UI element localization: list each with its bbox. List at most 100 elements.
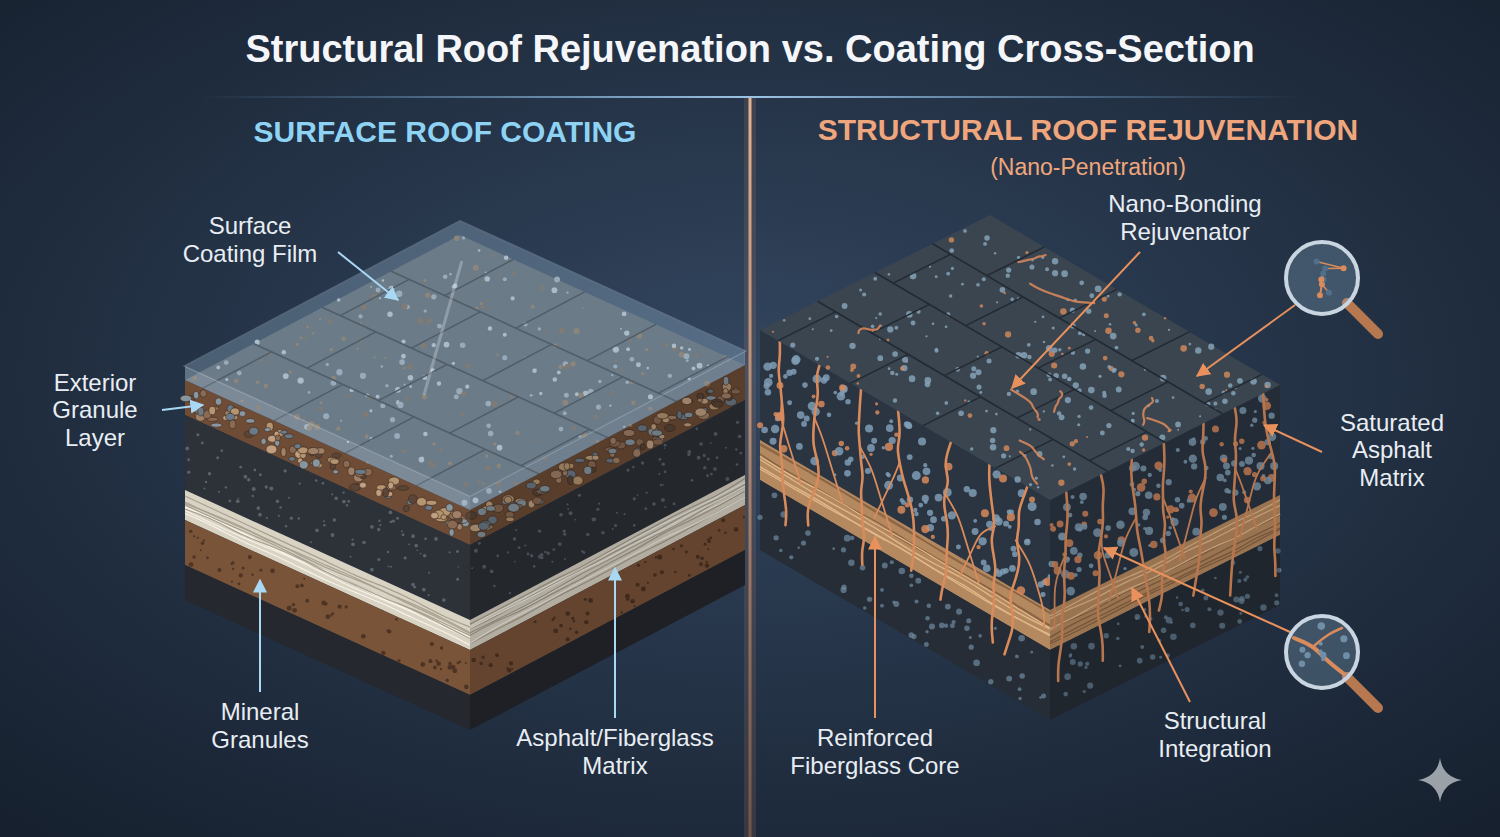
asphalt-speck: [247, 478, 251, 482]
top-particle: [857, 382, 859, 384]
matrix-speck: [325, 614, 330, 619]
top-particle: [1058, 480, 1064, 486]
top-particle: [970, 447, 973, 450]
top-particle: [1175, 422, 1181, 428]
shingle-line: [778, 312, 836, 341]
shingle-line: [1089, 432, 1147, 461]
asphalt-speck: [322, 482, 325, 485]
nano-particle: [914, 599, 918, 603]
top-particle: [1067, 462, 1071, 466]
top-particle: [1029, 264, 1034, 269]
top-particle: [980, 304, 984, 308]
penetration-tendril: [1143, 398, 1153, 425]
top-particle: [1105, 328, 1112, 335]
top-particle: [1079, 280, 1084, 285]
top-particle: [1177, 429, 1179, 431]
top-particle: [888, 367, 891, 370]
nano-particle: [869, 453, 872, 456]
nano-particle: [757, 515, 762, 520]
matrix-speck: [259, 569, 262, 572]
nano-particle: [988, 679, 993, 684]
magnifier-icon: [1286, 242, 1378, 334]
nano-particle: [973, 659, 980, 666]
top-particle: [909, 375, 916, 382]
granule: [343, 460, 350, 468]
top-particle: [1043, 410, 1045, 412]
top-particle: [1062, 455, 1065, 458]
nano-particle: [880, 604, 884, 608]
matrix-speck: [448, 662, 451, 665]
top-particle: [1155, 399, 1159, 403]
asphalt-speck: [239, 466, 242, 469]
matrix-speck: [292, 603, 295, 606]
nano-particle: [886, 424, 894, 432]
top-particle: [842, 303, 848, 309]
nano-particle: [952, 620, 956, 624]
top-particle: [857, 374, 861, 378]
asphalt-speck: [416, 550, 418, 552]
asphalt-speck: [331, 493, 333, 495]
nano-particle: [918, 503, 923, 508]
nano-particle: [818, 401, 825, 408]
granule: [266, 445, 277, 454]
nano-particle: [972, 528, 979, 535]
matrix-speck: [287, 606, 292, 611]
nano-particle: [969, 645, 974, 650]
asphalt-speck: [347, 500, 350, 503]
matrix-speck: [465, 662, 467, 664]
granule: [417, 497, 427, 506]
top-particle: [1228, 383, 1233, 388]
asphalt-speck: [228, 500, 231, 503]
asphalt-speck: [428, 572, 430, 574]
top-particle: [1051, 362, 1057, 368]
top-particle: [985, 410, 988, 413]
top-particle: [849, 343, 855, 349]
top-particle: [983, 242, 987, 246]
nano-particle: [922, 495, 929, 502]
asphalt-speck: [422, 588, 426, 592]
nano-particle: [761, 427, 768, 434]
top-particle: [1199, 415, 1201, 417]
top-particle: [984, 235, 990, 241]
top-particle: [1070, 441, 1075, 446]
top-particle: [1086, 436, 1088, 438]
top-particle: [1029, 483, 1032, 486]
nano-particle: [792, 355, 801, 364]
shingle-top: [760, 215, 1280, 500]
nano-particle: [765, 389, 772, 396]
nano-particle: [931, 535, 935, 539]
top-particle: [1104, 313, 1109, 318]
nano-particle: [1009, 565, 1016, 572]
nano-particle: [994, 627, 997, 630]
matrix-speck: [361, 634, 366, 639]
nano-particle: [802, 382, 808, 388]
magnifier-lens: [1286, 242, 1358, 314]
asphalt-speck: [390, 566, 392, 568]
fiber-strand: [760, 467, 1050, 635]
nano-particle: [1326, 290, 1332, 296]
asphalt-speck: [404, 556, 407, 559]
asphalt-speck: [284, 469, 287, 472]
nano-particle: [783, 374, 788, 379]
granule: [281, 448, 286, 457]
nano-particle: [945, 604, 951, 610]
top-particle: [1237, 378, 1243, 384]
penetration-tendril: [858, 326, 880, 334]
nano-particle: [773, 535, 778, 540]
nano-particle: [948, 511, 956, 519]
divider-line: [749, 98, 752, 837]
matrix-speck: [420, 662, 425, 667]
top-particle: [976, 384, 981, 389]
nano-particle: [835, 447, 843, 455]
asphalt-speck: [379, 524, 381, 526]
shingle-line: [851, 354, 909, 383]
matrix-speck: [381, 651, 386, 656]
top-particle: [1030, 388, 1037, 395]
nano-particle: [812, 394, 816, 398]
top-particle: [1213, 402, 1217, 406]
asphalt-speck: [424, 537, 427, 540]
nano-particle: [930, 516, 937, 523]
asphalt-speck: [457, 566, 459, 568]
asphalt-speck: [378, 520, 380, 522]
